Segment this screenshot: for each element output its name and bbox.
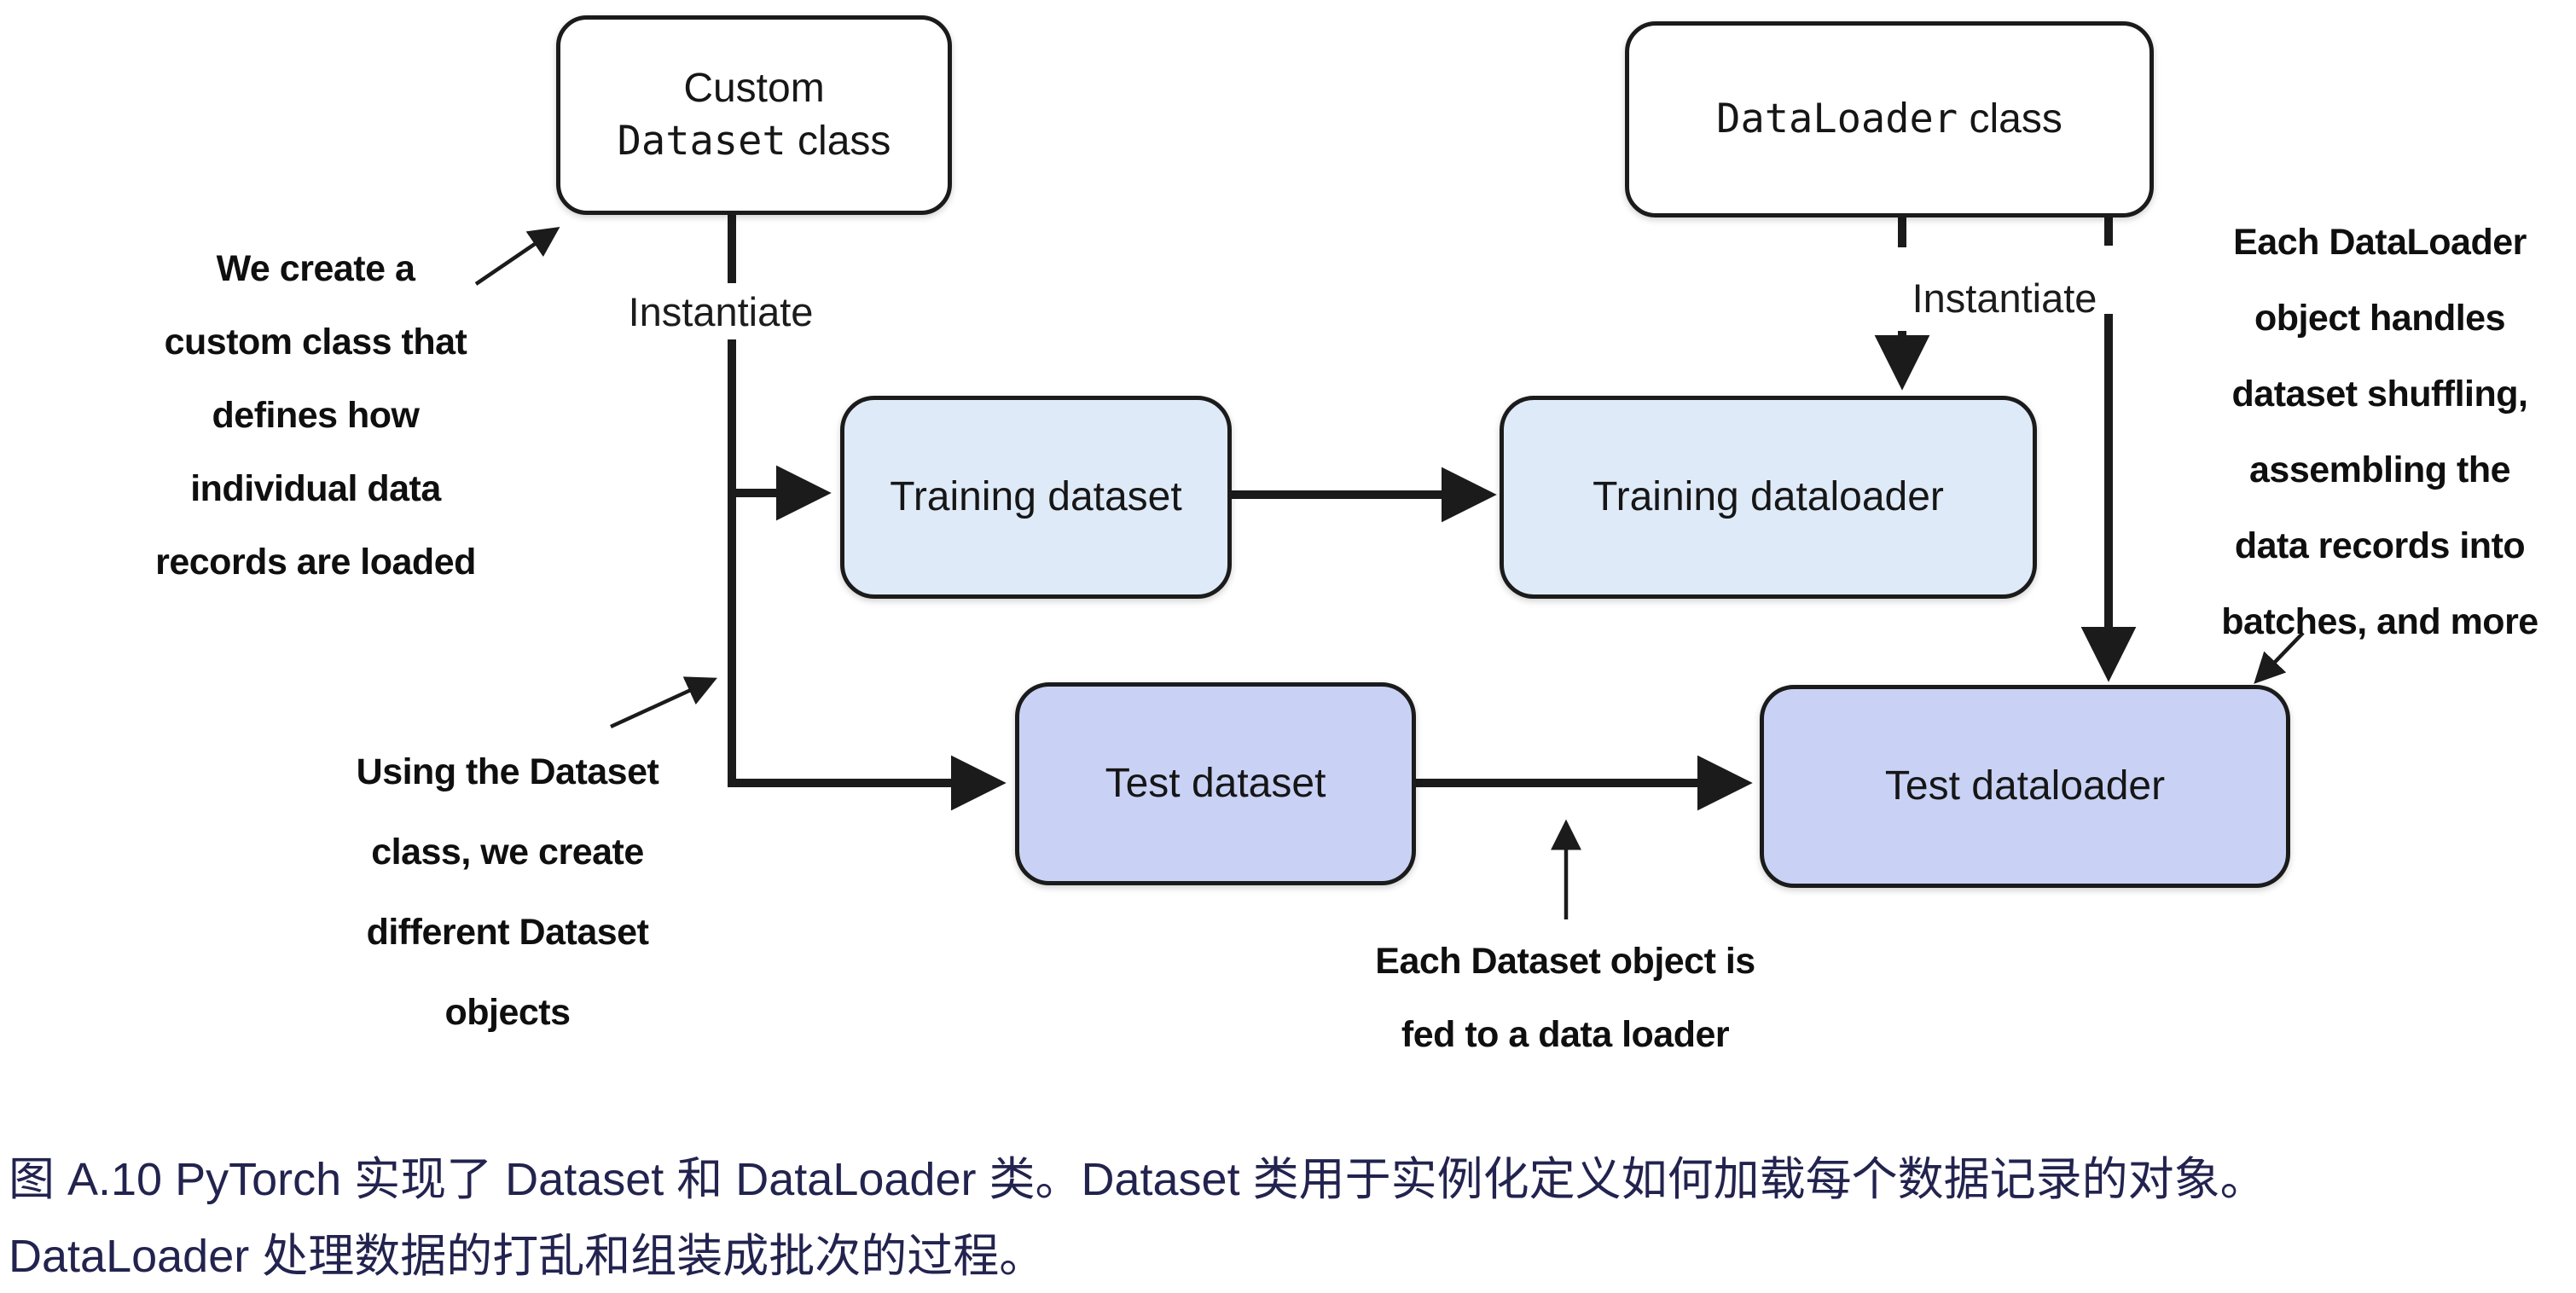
annotation-arrow-dataloader-handles — [2254, 631, 2305, 684]
training-dataloader-label: Training dataloader — [1593, 474, 1944, 519]
node-training-dataset: Training dataset — [840, 396, 1232, 599]
node-test-dataloader: Test dataloader — [1760, 685, 2290, 888]
figure-caption-line2: DataLoader 处理数据的打乱和组装成批次的过程。 — [9, 1231, 1046, 1282]
annotation-arrow-custom-class — [474, 226, 560, 286]
annotation-dataset-objects: Using the Dataset class, we create diffe… — [356, 751, 659, 1033]
node-dataloader-class: DataLoader class — [1625, 21, 2154, 217]
training-dataset-label: Training dataset — [890, 474, 1182, 519]
custom-dataset-class-label: Custom Dataset class — [617, 66, 891, 165]
annotation-arrow-dataset-objects — [610, 676, 717, 729]
figure-caption: 图 A.10 PyTorch 实现了 Dataset 和 DataLoader … — [9, 1141, 2266, 1293]
test-dataset-label: Test dataset — [1105, 761, 1326, 806]
node-custom-dataset-class: Custom Dataset class — [556, 15, 952, 215]
edge-label-instantiate-right: Instantiate — [1912, 275, 2097, 321]
annotation-custom-class: We create a custom class that defines ho… — [155, 248, 476, 583]
node-test-dataset: Test dataset — [1015, 682, 1416, 885]
dataloader-class-label: DataLoader class — [1716, 96, 2063, 142]
annotation-dataloader-handles: Each DataLoader object handles dataset s… — [2221, 222, 2538, 642]
edge-label-instantiate-left: Instantiate — [628, 289, 814, 334]
connector-custom-to-test-dataset — [728, 339, 1007, 811]
test-dataloader-label: Test dataloader — [1884, 763, 2166, 809]
figure-caption-line1: 图 A.10 PyTorch 实现了 Dataset 和 DataLoader … — [9, 1154, 2266, 1205]
annotation-fed-to-loader: Each Dataset object is fed to a data loa… — [1375, 941, 1755, 1055]
node-training-dataloader: Training dataloader — [1500, 396, 2037, 599]
